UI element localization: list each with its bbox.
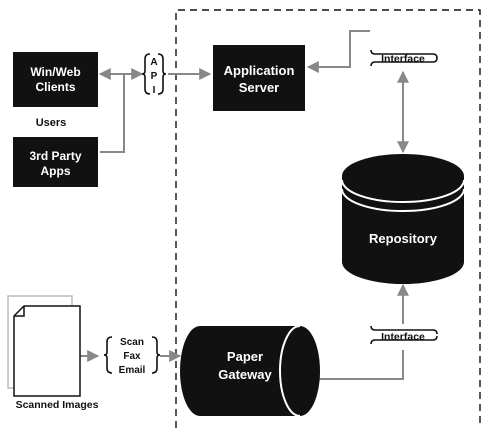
users-label: Users bbox=[36, 117, 67, 129]
third-party-apps-line2: Apps bbox=[41, 164, 71, 178]
win-web-clients-line2: Clients bbox=[35, 80, 75, 94]
repository-label: Repository bbox=[369, 231, 438, 246]
interface-top: Interface bbox=[370, 49, 438, 67]
win-web-clients-line1: Win/Web bbox=[30, 65, 80, 79]
scanned-images-label: Scanned Images bbox=[16, 399, 99, 411]
interface-top-label: Interface bbox=[381, 53, 425, 65]
clients-api-connectors bbox=[98, 68, 144, 153]
repository-cylinder: Repository bbox=[341, 154, 465, 284]
system-boundary bbox=[175, 9, 481, 428]
paper-gateway-line1: Paper bbox=[227, 349, 263, 364]
paper-gateway-line2: Gateway bbox=[218, 367, 272, 382]
api-letter-a: A bbox=[150, 57, 157, 68]
api-letter-p: P bbox=[151, 71, 158, 82]
input-scan: Scan bbox=[120, 337, 144, 348]
api-letter-i: I bbox=[153, 85, 156, 96]
input-email: Email bbox=[119, 365, 146, 376]
interface-bottom: Interface bbox=[370, 325, 438, 345]
win-web-clients-box: Win/Web Clients bbox=[13, 52, 98, 107]
gateway-to-interface-connector bbox=[318, 350, 404, 380]
paper-gateway-cylinder: Paper Gateway bbox=[180, 325, 320, 417]
app-server-line2: Server bbox=[239, 80, 279, 95]
app-server-to-interface-connector bbox=[306, 30, 370, 73]
api-bracket: A P I bbox=[141, 53, 167, 96]
interface-bottom-label: Interface bbox=[381, 331, 425, 343]
document-stack-icon bbox=[7, 295, 81, 397]
app-server-line1: Application bbox=[224, 63, 295, 78]
application-server-box: Application Server bbox=[213, 45, 305, 111]
input-fax: Fax bbox=[123, 351, 141, 362]
third-party-apps-line1: 3rd Party bbox=[29, 149, 81, 163]
third-party-apps-box: 3rd Party Apps bbox=[13, 137, 98, 187]
input-channels-bracket: Scan Fax Email bbox=[103, 336, 161, 376]
